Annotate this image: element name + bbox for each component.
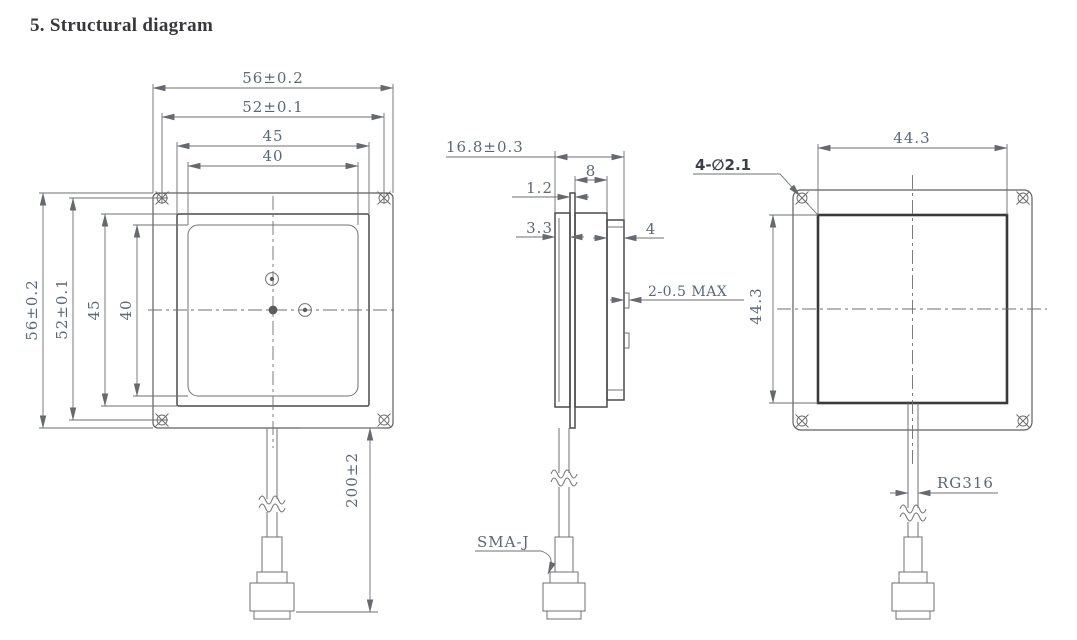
dim-text-56-top: 56±0.2 [242, 69, 304, 87]
connector-callout: SMA-J [475, 533, 556, 575]
dim-text-443-left: 44.3 [747, 287, 765, 324]
cable-type-label: RG316 [937, 474, 994, 492]
connector-leader [475, 550, 556, 575]
side-view: 16.8±0.3 8 1.2 3.3 4 [446, 138, 744, 620]
rear-posts-dimension: 2-0.5 MAX [610, 284, 744, 304]
back-height-dimension: 44.3 [747, 214, 818, 404]
body-depth-extension-lines [574, 176, 608, 213]
rear-block-dimension: 4 [593, 220, 664, 242]
side-connector [542, 536, 586, 620]
dim-text-45-top: 45 [262, 127, 283, 145]
back-cable-break [899, 504, 927, 522]
center-feed-dot [268, 305, 278, 315]
page-title: 5. Structural diagram [30, 15, 213, 36]
side-rear-block-lines [607, 226, 624, 391]
dim-text-443-top: 44.3 [893, 129, 930, 147]
dim-text-40-left: 40 [117, 299, 135, 320]
total-depth-dimension: 16.8±0.3 [446, 138, 625, 220]
screw-hole-icon [1016, 191, 1030, 205]
front-top-extension-lines [152, 84, 394, 225]
screw-hole-icon [377, 413, 391, 427]
feed-ring-top-dot [269, 276, 275, 282]
total-depth-lines [446, 151, 625, 220]
body-depth-dimension: 8 [574, 162, 608, 213]
screw-hole-icon [1016, 414, 1030, 428]
back-centerlines [777, 175, 1047, 465]
mounting-holes-leader [693, 173, 801, 197]
front-centerlines [148, 196, 398, 448]
front-left-extension-lines [39, 192, 188, 429]
side-body [574, 212, 608, 408]
mounting-holes-callout: 4-∅2.1 [693, 156, 818, 215]
front-view: 56±0.2 52±0.1 45 40 56±0.2 52±0.1 45 40 … [23, 69, 398, 620]
dim-text-4: 4 [646, 220, 657, 238]
screw-hole-icon [795, 414, 809, 428]
dim-text-33: 3.3 [526, 219, 553, 237]
cable-length-dimension: 200±2 [296, 427, 378, 613]
dim-text-posts: 2-0.5 MAX [648, 284, 727, 300]
dim-text-200: 200±2 [343, 452, 361, 508]
front-left-dimensions: 56±0.2 52±0.1 45 40 [23, 192, 188, 429]
front-top-dimensions: 56±0.2 52±0.1 45 40 [152, 69, 394, 225]
front-connector [249, 536, 295, 620]
feed-ring-top [265, 272, 279, 286]
mounting-holes-leader-tail [801, 197, 818, 215]
connector-label: SMA-J [477, 533, 530, 551]
cable-type-callout: RG316 [890, 474, 998, 497]
feed-point-marks [265, 272, 312, 317]
dim-text-40-top: 40 [262, 147, 283, 165]
dim-text-52-left: 52±0.1 [53, 278, 71, 340]
front-cable-break [258, 495, 286, 513]
cable-dim-extension-lines [296, 427, 378, 613]
flange-thickness-dimension: 1.2 [512, 179, 589, 201]
front-cable [266, 428, 278, 537]
dim-text-52-top: 52±0.1 [242, 98, 304, 116]
side-radome-front [554, 212, 571, 408]
back-width-extension-lines [817, 144, 1008, 215]
back-view: 44.3 44.3 4-∅2.1 RG316 [693, 129, 1047, 620]
side-cable [558, 428, 570, 537]
dim-text-45-left: 45 [85, 299, 103, 320]
back-width-dimension: 44.3 [817, 129, 1008, 215]
back-cable [907, 403, 919, 537]
dim-text-168: 16.8±0.3 [446, 138, 524, 156]
back-connector [891, 536, 935, 620]
side-cable-break [550, 469, 578, 487]
dim-text-56-left: 56±0.2 [23, 279, 41, 341]
back-height-extension-lines [769, 214, 818, 404]
protrusion-dimension: 3.3 [516, 219, 584, 241]
mounting-holes-label: 4-∅2.1 [695, 156, 751, 174]
feed-ring-right-dot [302, 307, 308, 313]
feed-ring-right [298, 303, 312, 317]
dim-text-8: 8 [586, 162, 597, 180]
dim-text-12: 1.2 [526, 179, 553, 197]
side-rear-block [606, 219, 625, 401]
